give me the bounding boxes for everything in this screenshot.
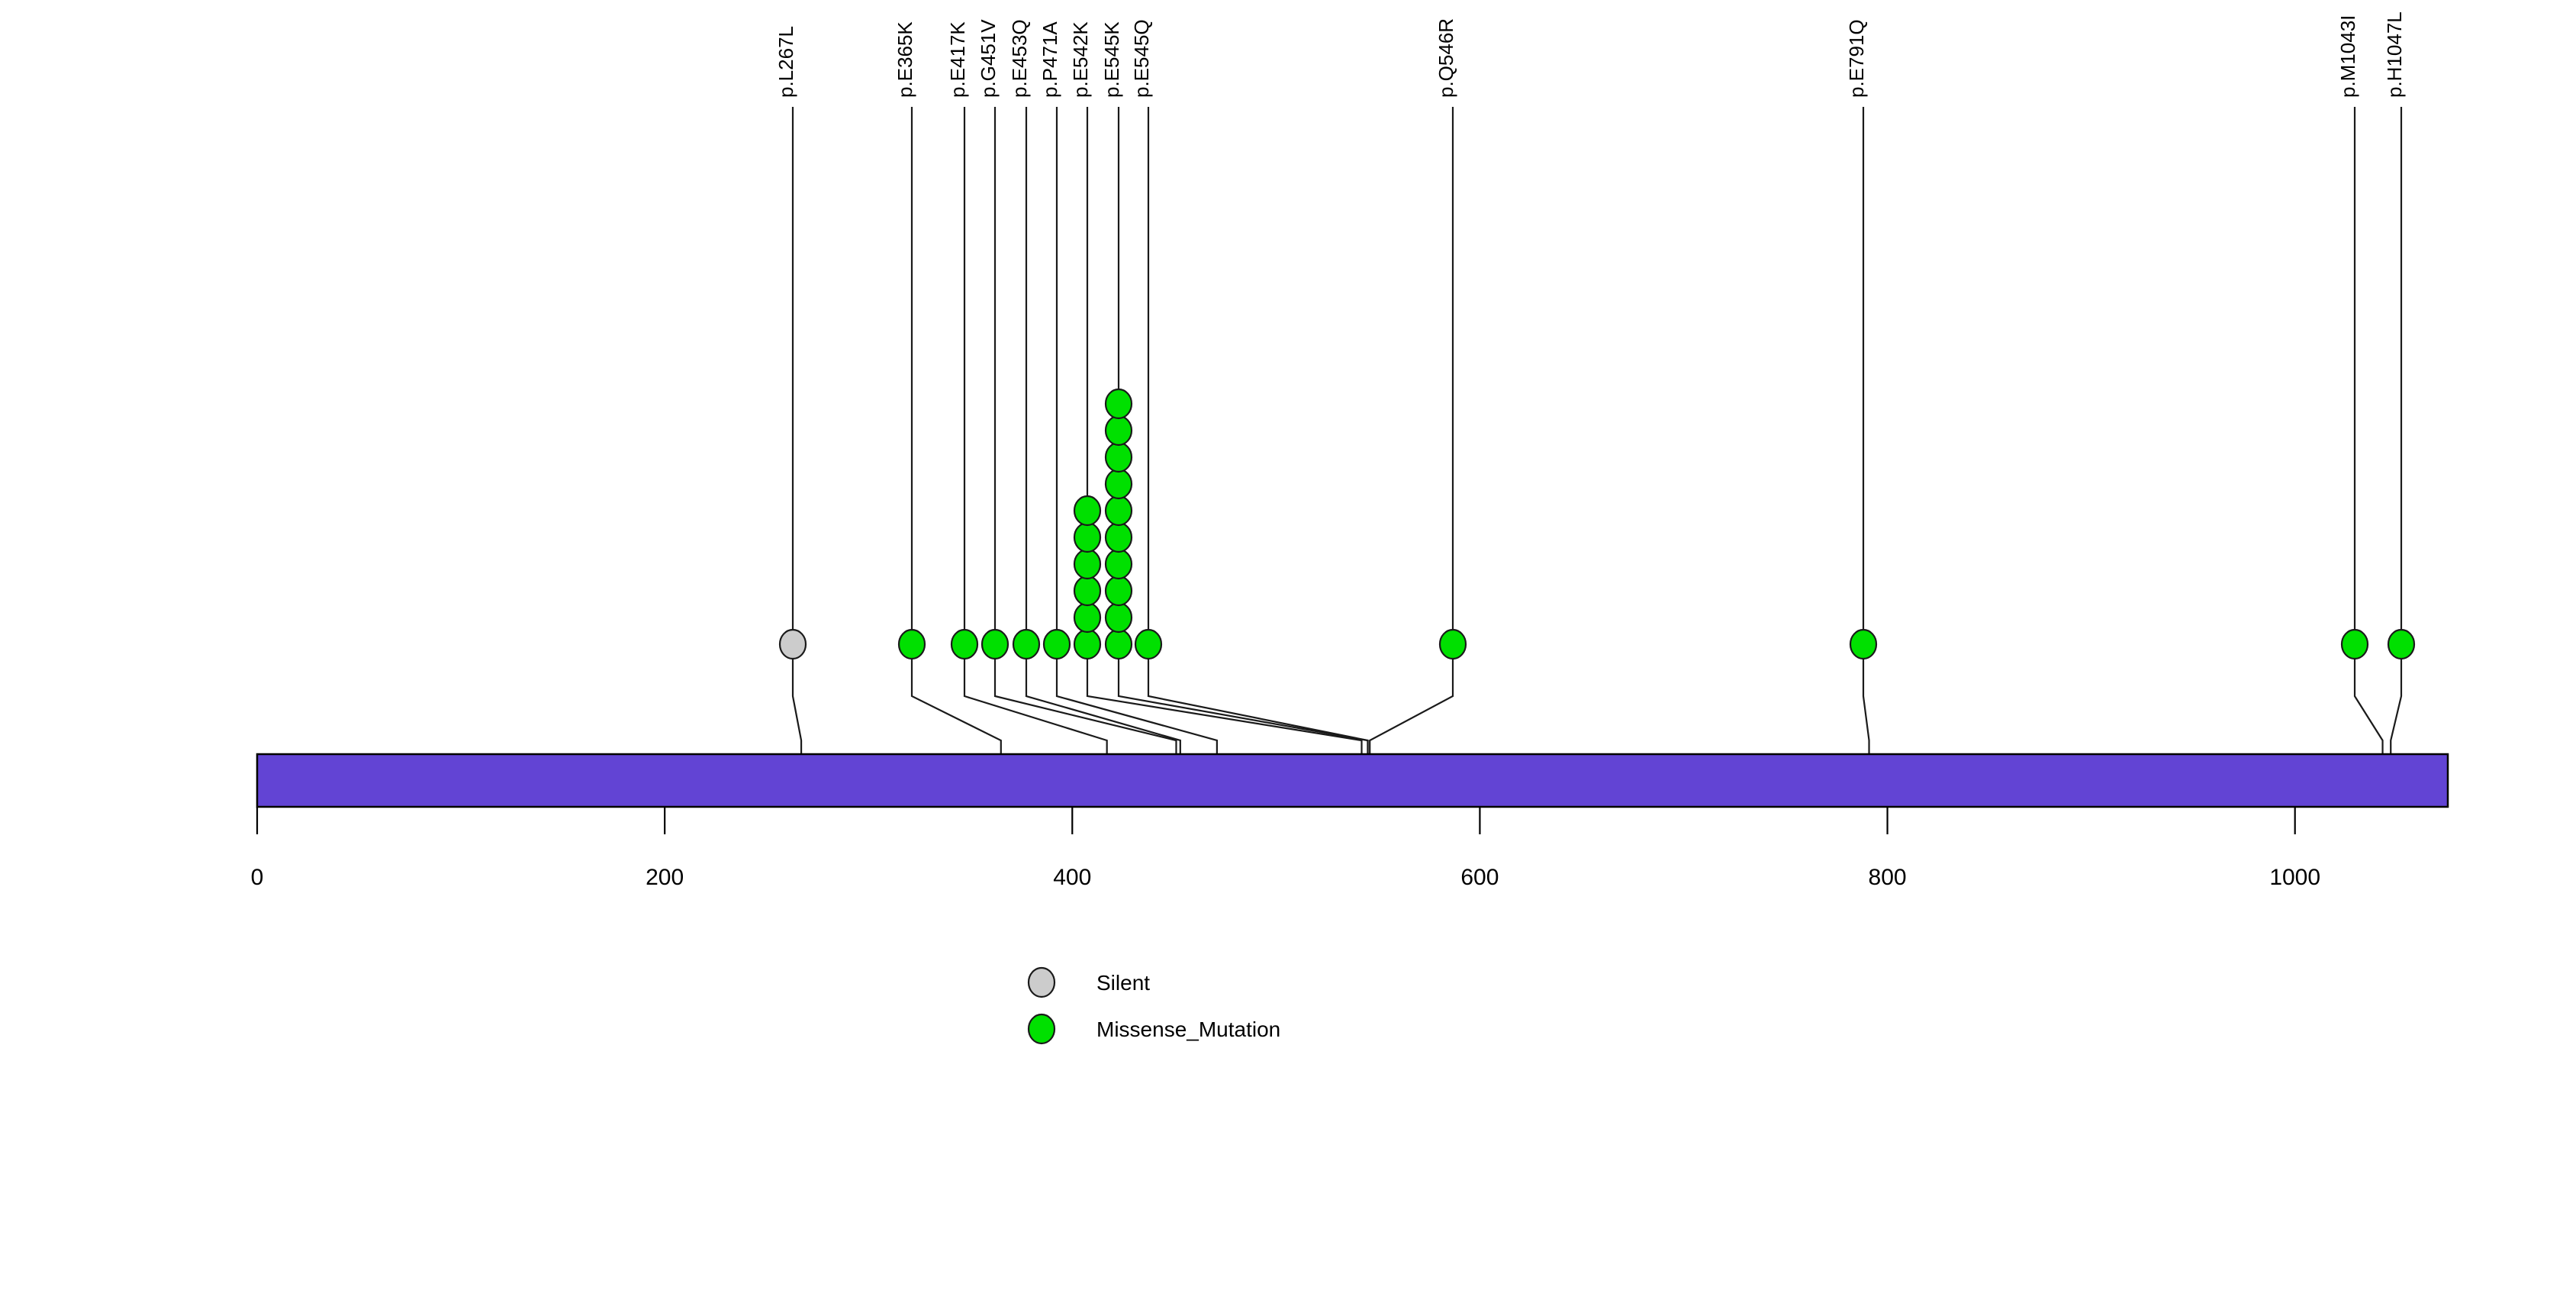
lollipop-dot[interactable] (1849, 628, 1878, 660)
lollipop-stem (1025, 107, 1181, 807)
lollipop-dot[interactable] (1104, 575, 1133, 607)
lollipop-stem (1369, 107, 1454, 807)
lollipop-dot[interactable] (1073, 495, 1102, 527)
lollipop-dot[interactable] (950, 628, 979, 660)
x-axis-tick-label: 800 (1869, 865, 1907, 890)
lollipop-dot[interactable] (1073, 521, 1102, 553)
lollipop-dot[interactable] (1438, 628, 1467, 660)
lollipop-dot[interactable] (1134, 628, 1163, 660)
lollipop-dot[interactable] (1104, 495, 1133, 527)
lollipop-dot[interactable] (1073, 575, 1102, 607)
mutation-label: p.E453Q (1008, 19, 1031, 98)
lollipop-dot[interactable] (1104, 521, 1133, 553)
lollipop-dot[interactable] (1042, 628, 1071, 660)
x-axis-tick-label: 600 (1460, 865, 1499, 890)
lollipop-stem-layer (791, 107, 2403, 807)
lollipop-stem (1147, 107, 1369, 807)
mutation-label: p.E545Q (1130, 19, 1153, 98)
x-axis-tick-label: 400 (1053, 865, 1091, 890)
mutation-label: p.H1047L (2383, 11, 2406, 98)
lollipop-dot[interactable] (2340, 628, 2369, 660)
mutation-label-layer: p.L267L p.E365K p.E417K p.G451V p.E453Q p.P47… (774, 11, 2406, 98)
lollipop-stem (2353, 107, 2384, 807)
lollipop-dot[interactable] (1104, 628, 1133, 660)
mutation-label: p.Q546R (1435, 18, 1457, 98)
lollipop-dot[interactable] (1104, 441, 1133, 473)
lollipop-stem (1117, 107, 1369, 807)
lollipop-stem (910, 107, 1002, 807)
lollipop-stem (963, 107, 1108, 807)
protein-domain-layer (256, 753, 2449, 808)
mutation-label: p.E545K (1100, 21, 1123, 98)
lollipop-dot[interactable] (897, 628, 926, 660)
lollipop-dot[interactable] (1073, 548, 1102, 580)
mutation-label: p.E791Q (1845, 19, 1868, 98)
lollipop-dot[interactable] (1012, 628, 1041, 660)
x-axis-layer: 0 200 400 600 800 1000 (251, 807, 2320, 890)
lollipop-stem (1055, 107, 1218, 807)
lollipop-dot-layer (778, 388, 2416, 660)
lollipop-dot[interactable] (1104, 548, 1133, 580)
x-axis-tick-label: 200 (646, 865, 684, 890)
mutation-label: p.E542K (1069, 21, 1092, 98)
mutation-label: p.M1043I (2336, 15, 2359, 98)
mutation-label: p.P471A (1038, 21, 1061, 98)
lollipop-dot[interactable] (1104, 388, 1133, 420)
lollipop-dot[interactable] (1104, 414, 1133, 447)
legend-label: Silent (1096, 971, 1150, 995)
lollipop-dot[interactable] (1073, 628, 1102, 660)
x-axis-tick-label: 1000 (2269, 865, 2320, 890)
lollipop-stem (2390, 107, 2403, 807)
lollipop-dot[interactable] (1073, 601, 1102, 634)
lollipop-dot[interactable] (1104, 468, 1133, 500)
mutation-label: p.L267L (774, 26, 797, 98)
protein-backbone-bar (256, 753, 2449, 808)
lollipop-stem (791, 107, 803, 807)
lollipop-dot[interactable] (1104, 601, 1133, 634)
x-axis-tick-label: 0 (251, 865, 264, 890)
legend-label: Missense_Mutation (1096, 1017, 1280, 1041)
mutation-label: p.G451V (977, 19, 1000, 98)
legend-swatch-missense-dot[interactable] (1027, 1013, 1056, 1045)
legend-swatch-silent-dot[interactable] (1027, 966, 1056, 998)
lollipop-dot[interactable] (778, 628, 807, 660)
lollipop-stem (1862, 107, 1870, 807)
mutation-label: p.E365K (894, 21, 916, 98)
lollipop-dot[interactable] (980, 628, 1009, 660)
lollipop-dot[interactable] (2387, 628, 2416, 660)
mutation-label: p.E417K (946, 21, 969, 98)
